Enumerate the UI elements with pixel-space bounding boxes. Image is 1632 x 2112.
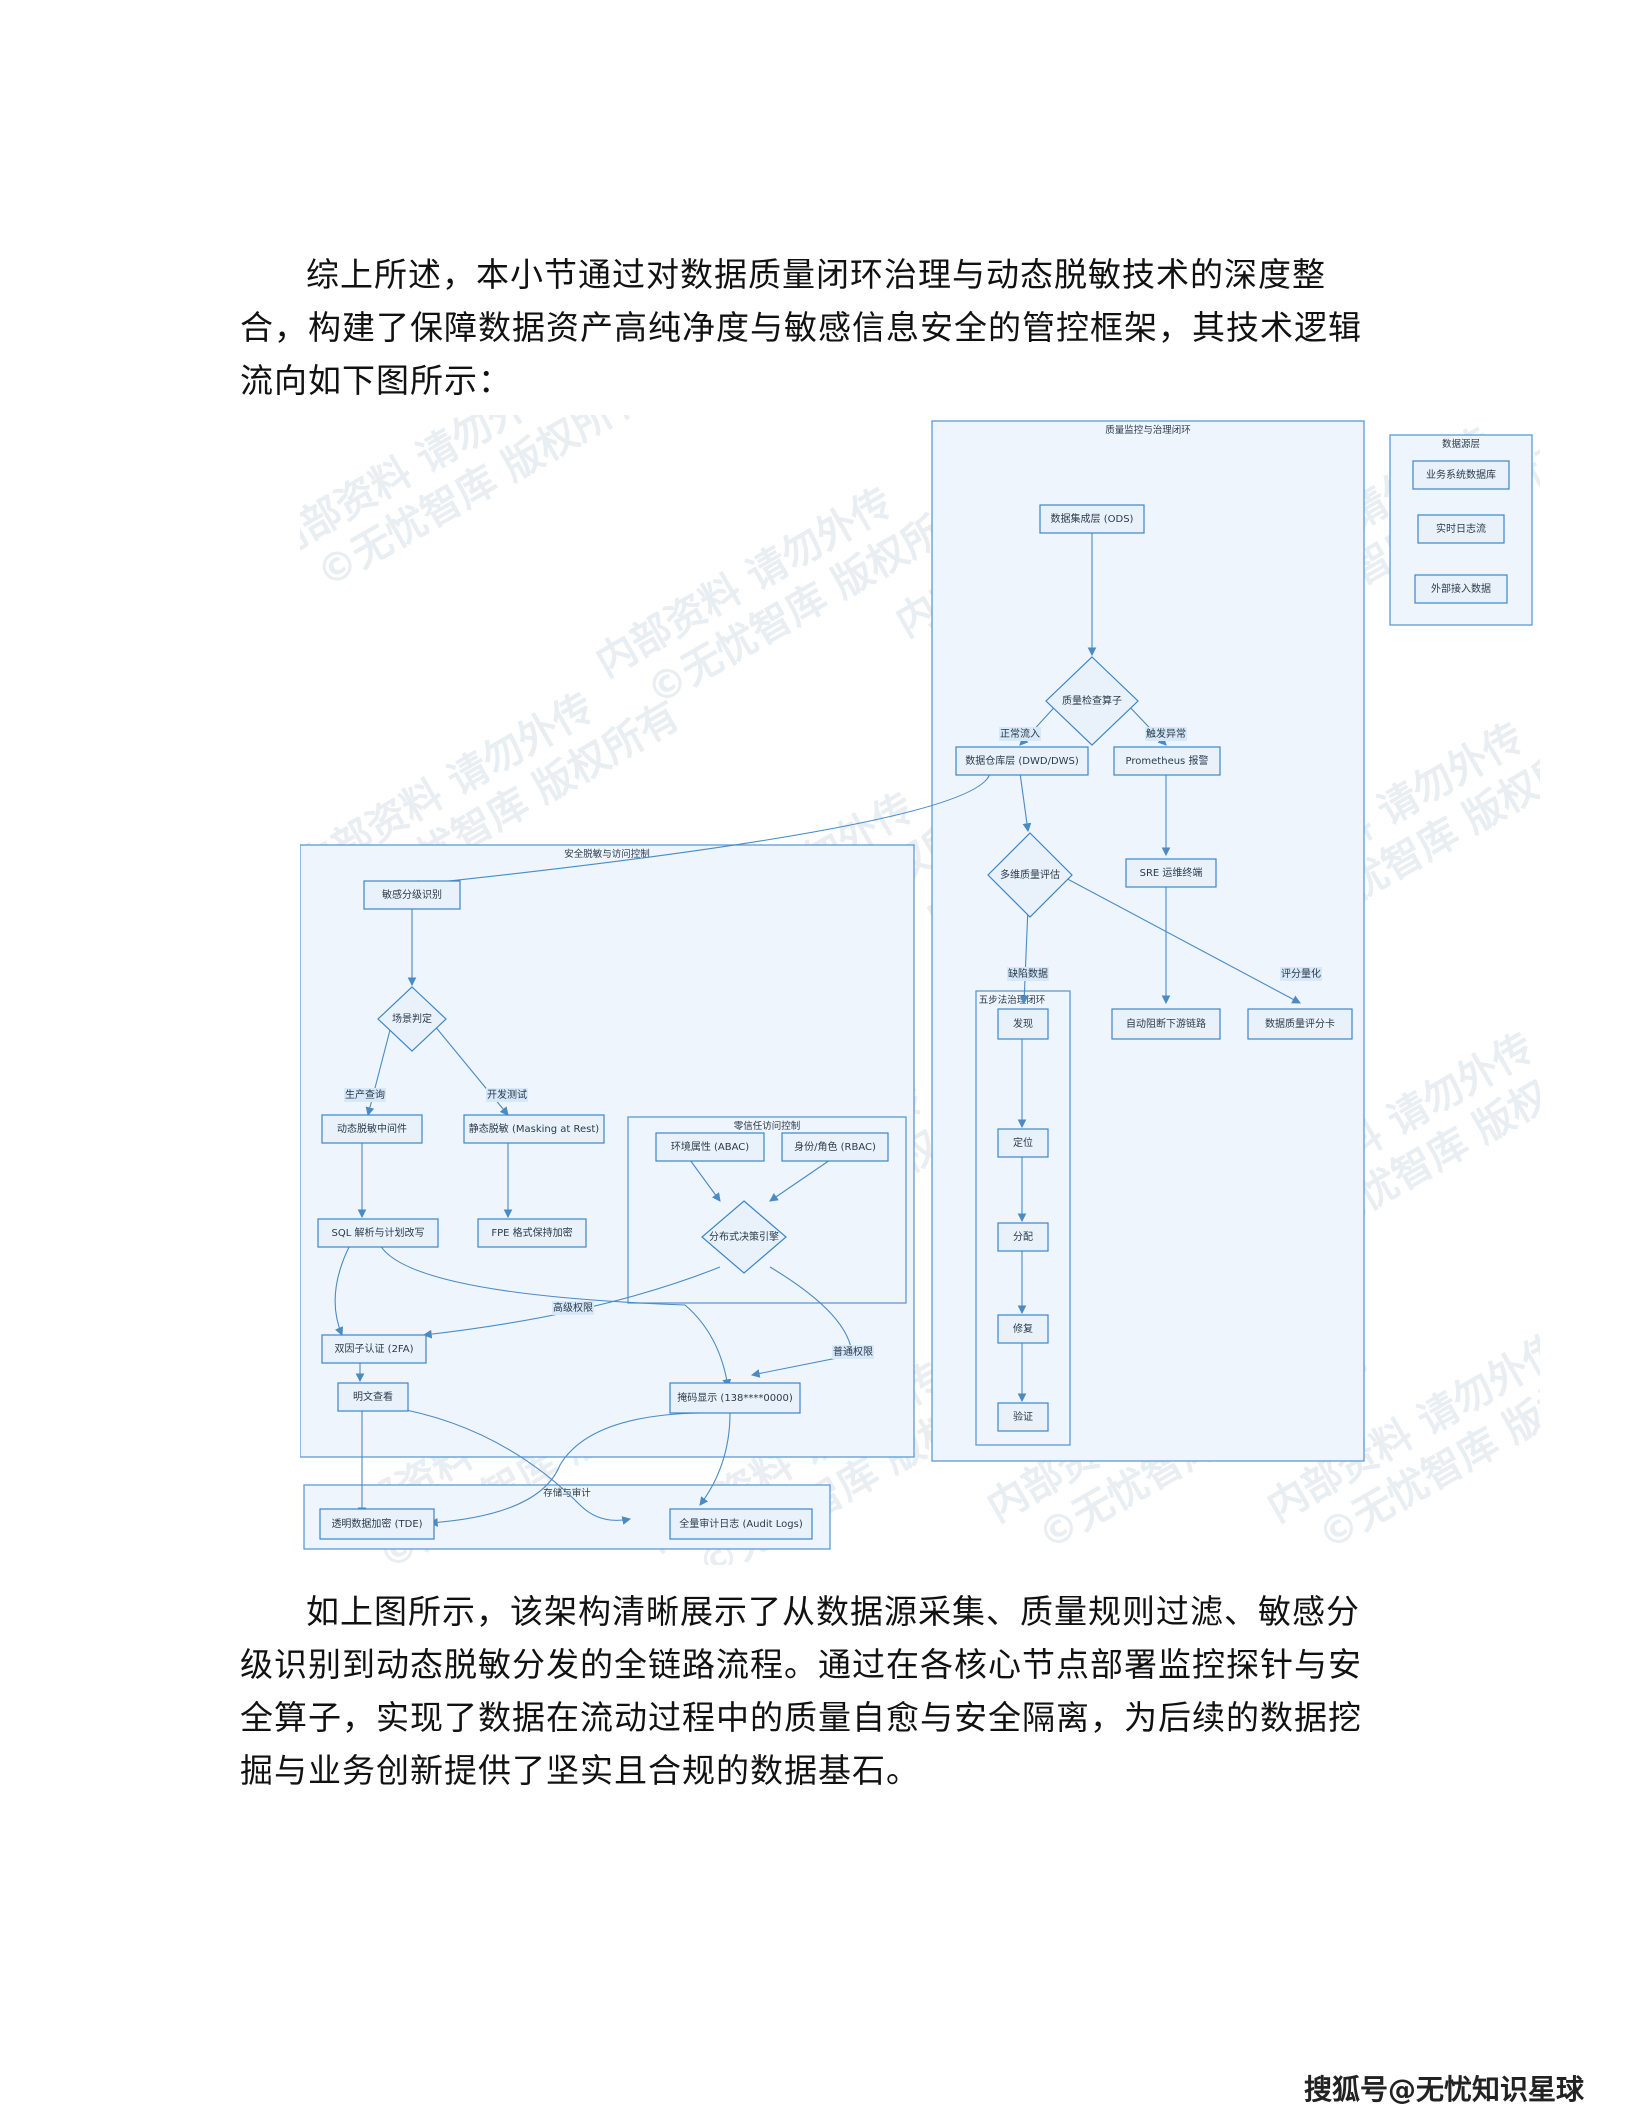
node-assign-label: 分配 (1013, 1231, 1033, 1243)
edge-plain-audit (389, 1406, 632, 1525)
cluster-sources-title: 数据源层 (1442, 438, 1480, 450)
node-tde (319, 1508, 435, 1540)
node-realtime-log (1417, 514, 1505, 544)
edge-label-defect: 缺陷数据 (1008, 967, 1048, 980)
node-scene (377, 986, 447, 1052)
node-auto-cut (1111, 1008, 1221, 1040)
node-quality-check-label: 质量检查算子 (1062, 694, 1122, 707)
node-discover (997, 1008, 1049, 1040)
node-abac-label: 环境属性 (ABAC) (671, 1140, 749, 1153)
edge-eval-score (1059, 874, 1301, 1004)
edge-dwd-eval (1019, 772, 1032, 833)
node-biz-db-label: 业务系统数据库 (1426, 468, 1496, 481)
node-scorecard-label: 数据质量评分卡 (1265, 1017, 1335, 1030)
node-tde-label: 透明数据加密 (TDE) (331, 1517, 422, 1530)
node-sensitive (363, 880, 461, 910)
node-scene-label: 场景判定 (392, 1012, 432, 1025)
node-dyn-mask-label: 动态脱敏中间件 (337, 1122, 407, 1135)
edge-label-normal: 正常流入 (1000, 727, 1040, 740)
architecture-diagram: 内部资料 请勿外传 ©无忧智库 版权所有 内部资料 请勿外传 ©无忧智库 版权所… (300, 415, 1540, 1565)
node-repair-label: 修复 (1013, 1322, 1033, 1335)
node-quality-check (1045, 656, 1139, 746)
outro-paragraph: 如上图所示，该架构清晰展示了从数据源采集、质量规则过滤、敏感分级识别到动态脱敏分… (240, 1592, 1362, 1790)
node-multi-eval (987, 832, 1073, 918)
node-sensitive-label: 敏感分级识别 (382, 888, 442, 901)
node-rbac (781, 1132, 889, 1162)
node-scorecard (1247, 1008, 1353, 1040)
edge-label-normal-perm: 普通权限 (833, 1345, 873, 1358)
node-external (1414, 574, 1508, 604)
edge-label-dev: 开发测试 (487, 1088, 527, 1101)
node-verify (997, 1402, 1049, 1432)
node-2fa (321, 1334, 427, 1364)
node-masked-label: 掩码显示 (138****0000) (677, 1391, 793, 1404)
cluster-quality-title: 质量监控与治理闭环 (1105, 424, 1191, 436)
node-audit-label: 全量审计日志 (Audit Logs) (679, 1517, 803, 1530)
node-prometheus (1113, 746, 1221, 776)
edge-eval-discover (1019, 906, 1029, 1005)
node-biz-db (1412, 460, 1510, 490)
node-sre-label: SRE 运维终端 (1140, 866, 1203, 879)
cluster-fivestep-title: 五步法治理闭环 (979, 994, 1046, 1006)
node-ods-label: 数据集成层 (ODS) (1051, 512, 1134, 525)
edge-masked-audit (699, 1412, 731, 1506)
cluster-security-title: 安全脱敏与访问控制 (564, 848, 650, 860)
edges (334, 533, 1301, 1527)
node-abac (655, 1132, 765, 1162)
edge-label-prod: 生产查询 (345, 1088, 385, 1101)
node-plain (337, 1382, 409, 1412)
flowchart-svg: 内部资料 请勿外传 ©无忧智库 版权所有 内部资料 请勿外传 ©无忧智库 版权所… (300, 415, 1540, 1565)
node-assign (997, 1222, 1049, 1252)
edge-abac-policy (689, 1159, 721, 1202)
edge-rbac-policy (769, 1159, 831, 1202)
node-external-label: 外部接入数据 (1431, 582, 1491, 595)
edge-label-high: 高级权限 (553, 1301, 593, 1314)
node-prometheus-label: Prometheus 报警 (1126, 754, 1209, 767)
node-sre (1125, 858, 1217, 888)
node-ods (1039, 504, 1145, 534)
cluster-zerotrust-title: 零信任访问控制 (734, 1120, 801, 1132)
edge-label-quantify: 评分量化 (1281, 967, 1321, 980)
edge-sql-2fa (334, 1244, 351, 1337)
node-discover-label: 发现 (1013, 1017, 1033, 1030)
node-2fa-label: 双因子认证 (2FA) (334, 1342, 413, 1355)
node-dyn-mask (321, 1114, 423, 1144)
node-policy (701, 1200, 787, 1274)
edge-sql-masked (379, 1244, 732, 1389)
node-realtime-log-label: 实时日志流 (1436, 522, 1486, 535)
node-fpe-label: FPE 格式保持加密 (491, 1226, 572, 1239)
node-policy-label: 分布式决策引擎 (709, 1230, 779, 1243)
node-masked (669, 1382, 801, 1414)
node-plain-label: 明文查看 (353, 1390, 393, 1403)
node-audit (669, 1508, 813, 1540)
node-rbac-label: 身份/角色 (RBAC) (794, 1140, 876, 1153)
node-static-mask (463, 1114, 605, 1144)
edge-masked-tde (428, 1412, 701, 1527)
node-multi-eval-label: 多维质量评估 (1000, 868, 1060, 881)
node-sql-parse-label: SQL 解析与计划改写 (332, 1226, 425, 1239)
intro-paragraph: 综上所述，本小节通过对数据质量闭环治理与动态脱敏技术的深度整合，构建了保障数据资… (240, 255, 1362, 400)
node-locate (997, 1128, 1049, 1158)
node-sql-parse (317, 1218, 439, 1248)
node-static-mask-label: 静态脱敏 (Masking at Rest) (469, 1122, 599, 1135)
node-verify-label: 验证 (1013, 1410, 1033, 1423)
edge-dwd-sensitive (410, 772, 991, 889)
node-dwd (955, 746, 1089, 776)
node-auto-cut-label: 自动阻断下游链路 (1126, 1017, 1206, 1030)
node-repair (997, 1314, 1049, 1344)
edge-label-abnormal: 触发异常 (1146, 727, 1186, 740)
node-locate-label: 定位 (1013, 1136, 1033, 1149)
node-fpe (477, 1218, 587, 1248)
cluster-fivestep (975, 990, 1071, 1446)
footer-credit: 搜狐号@无忧知识星球 (1303, 2073, 1584, 2106)
node-dwd-label: 数据仓库层 (DWD/DWS) (965, 754, 1079, 767)
